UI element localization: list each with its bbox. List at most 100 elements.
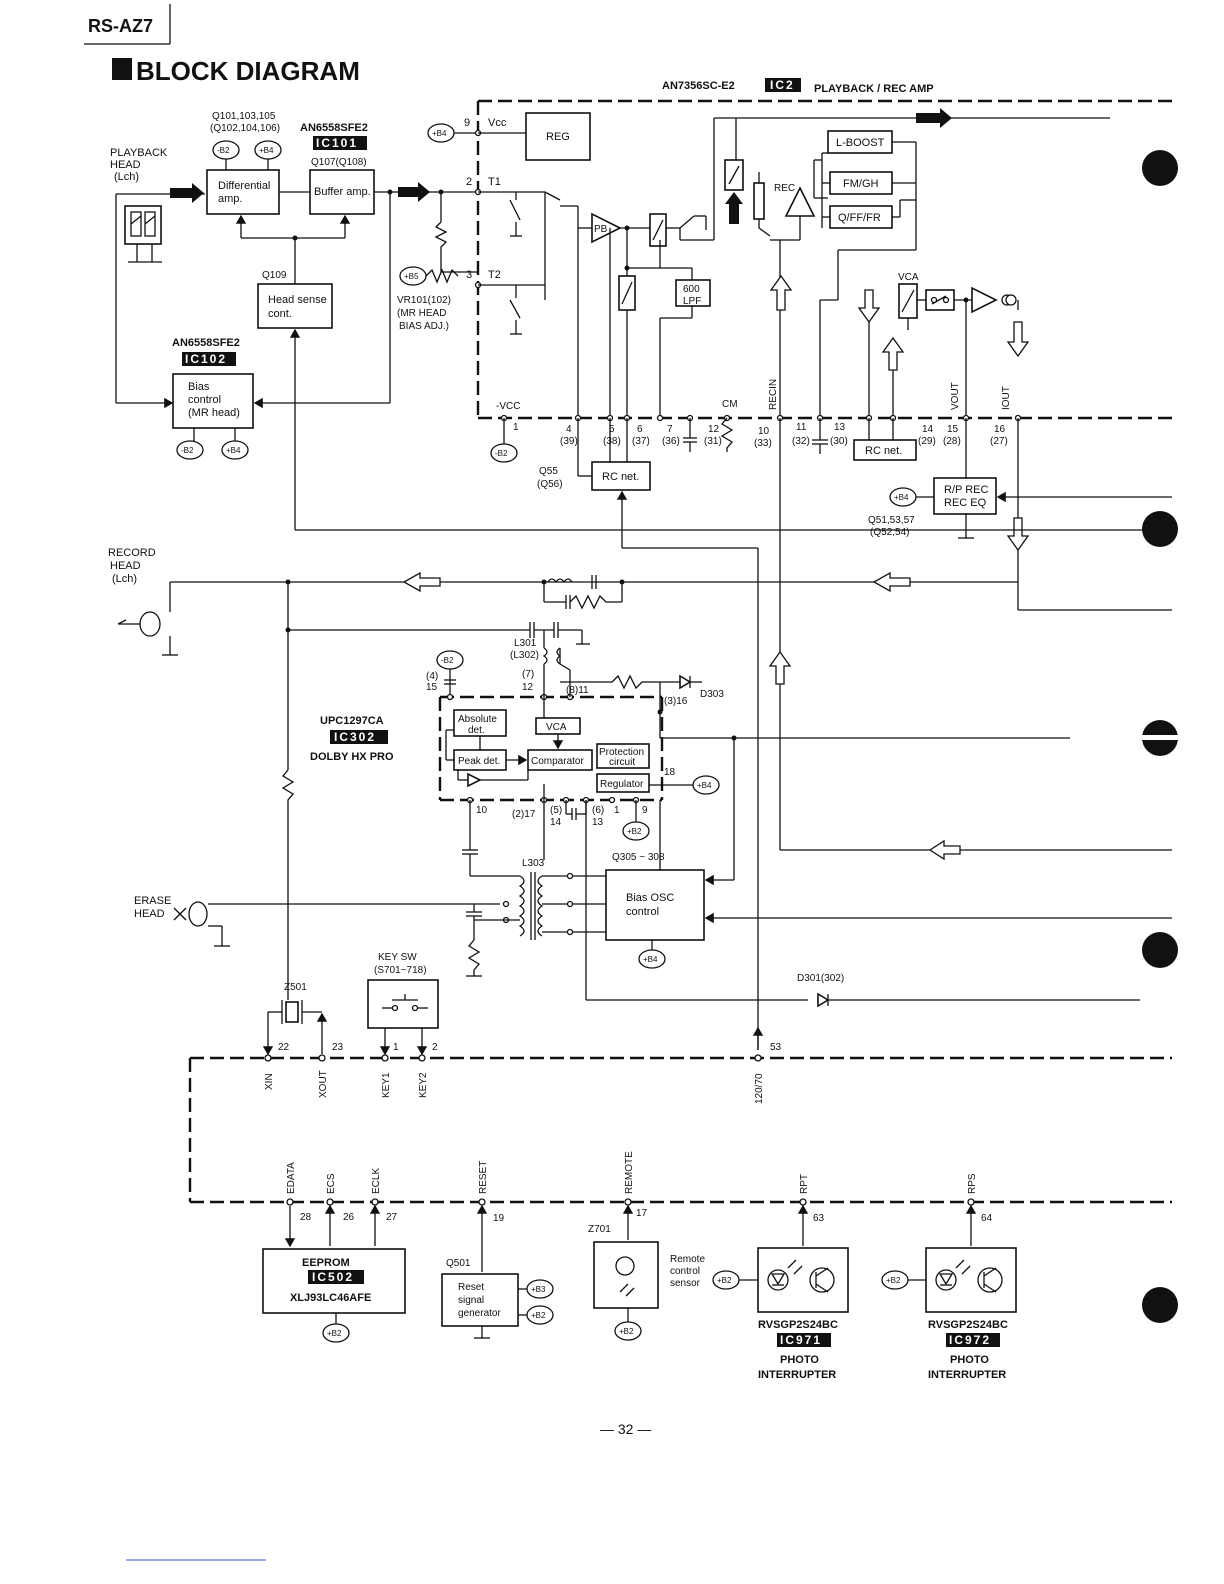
svg-text:5: 5 [609,424,615,435]
svg-text:13: 13 [592,817,604,828]
svg-text:INTERRUPTER: INTERRUPTER [928,1369,1006,1381]
svg-text:ECS: ECS [326,1173,337,1194]
svg-text:120/70: 120/70 [754,1073,765,1104]
svg-text:Comparator: Comparator [531,756,584,767]
svg-text:1: 1 [614,805,620,816]
svg-text:AN6558SFE2: AN6558SFE2 [300,122,368,134]
title-marker-icon [112,58,132,80]
svg-text:Remote: Remote [670,1254,705,1265]
ic2-header: AN7356SC-E2 IC2 PLAYBACK / REC AMP [662,78,934,95]
svg-text:PHOTO: PHOTO [950,1354,989,1366]
svg-text:KEY SW: KEY SW [378,952,417,963]
ic2-boundary [476,99,1172,420]
svg-text:(6): (6) [592,805,604,816]
rc-net-block-1 [591,461,651,491]
svg-text:RVSGP2S24BC: RVSGP2S24BC [928,1319,1008,1331]
svg-text:XLJ93LC46AFE: XLJ93LC46AFE [290,1292,371,1304]
buffer-amp-block [309,169,375,215]
svg-text:2: 2 [466,176,472,188]
pb-amp [591,212,622,244]
svg-text:+B5: +B5 [404,272,419,281]
svg-text:15: 15 [426,682,438,693]
svg-text:DOLBY HX PRO: DOLBY HX PRO [310,751,394,763]
svg-text:D303: D303 [700,689,724,700]
svg-text:REC: REC [774,183,795,194]
svg-text:23: 23 [332,1042,344,1053]
svg-text:Vcc: Vcc [488,117,507,129]
svg-text:KEY2: KEY2 [418,1072,429,1098]
svg-text:PLAYBACK: PLAYBACK [110,147,168,159]
ic972-badge: IC972 [949,1333,991,1347]
svg-text:ECLK: ECLK [371,1168,382,1194]
svg-text:PHOTO: PHOTO [780,1354,819,1366]
svg-text:3: 3 [466,269,472,281]
svg-text:VOUT: VOUT [950,382,961,410]
binding-hole-icon [1142,150,1178,186]
svg-text:UPC1297CA: UPC1297CA [320,715,384,727]
svg-text:Q305 ~ 308: Q305 ~ 308 [612,852,665,863]
svg-text:Reset: Reset [458,1282,484,1293]
svg-text:27: 27 [386,1212,398,1223]
svg-text:control: control [670,1266,700,1277]
svg-text:Regulator: Regulator [600,779,644,790]
svg-text:Q55: Q55 [539,466,558,477]
svg-text:+B2: +B2 [531,1311,546,1320]
svg-text:L-BOOST: L-BOOST [836,137,885,149]
svg-text:+B2: +B2 [886,1276,901,1285]
svg-text:19: 19 [493,1213,505,1224]
svg-text:18: 18 [664,767,676,778]
svg-text:T1: T1 [488,176,501,188]
svg-text:Q/FF/FR: Q/FF/FR [838,212,881,224]
svg-text:63: 63 [813,1213,825,1224]
supply-mb2-1: -B2 [212,140,240,170]
svg-text:AN6558SFE2: AN6558SFE2 [172,337,240,349]
svg-text:-B2: -B2 [217,146,230,155]
svg-text:R/P REC: R/P REC [944,484,988,496]
svg-text:Q109: Q109 [262,270,287,281]
svg-text:1: 1 [393,1042,399,1053]
svg-text:Z501: Z501 [284,982,307,993]
svg-text:-B2: -B2 [495,449,508,458]
svg-text:+B2: +B2 [717,1276,732,1285]
svg-text:-VCC: -VCC [496,401,520,412]
svg-text:RECIN: RECIN [768,379,779,410]
svg-text:T2: T2 [488,269,501,281]
svg-text:XOUT: XOUT [318,1070,329,1098]
key-switch-block [367,979,439,1029]
lpf-block [675,279,711,307]
ic102-badge: IC102 [185,352,227,366]
reset-signal-generator-block [441,1273,519,1327]
svg-text:9: 9 [464,117,470,129]
svg-text:64: 64 [981,1213,993,1224]
record-head: RECORD HEAD (Lch) [108,547,156,585]
svg-text:IOUT: IOUT [1001,386,1012,410]
svg-text:1: 1 [513,422,519,433]
svg-text:+B4: +B4 [432,129,447,138]
svg-text:VCA: VCA [546,722,567,733]
svg-text:Protection: Protection [599,747,644,758]
svg-text:Head sense: Head sense [268,294,327,306]
svg-text:14: 14 [922,424,934,435]
svg-text:HEAD: HEAD [110,560,141,572]
svg-text:12: 12 [522,682,534,693]
svg-text:HEAD: HEAD [110,159,141,171]
svg-text:INTERRUPTER: INTERRUPTER [758,1369,836,1381]
svg-text:RC net.: RC net. [865,445,902,457]
svg-text:+B4: +B4 [697,781,712,790]
svg-text:(S701~718): (S701~718) [374,965,427,976]
svg-text:VR101(102): VR101(102) [397,295,451,306]
svg-text:cont.: cont. [268,308,292,320]
svg-text:15: 15 [947,424,959,435]
svg-text:+B4: +B4 [226,446,241,455]
svg-text:RPT: RPT [799,1174,810,1194]
svg-text:(31): (31) [704,436,722,447]
svg-text:signal: signal [458,1295,484,1306]
ic2-part-number: AN7356SC-E2 [662,80,735,92]
svg-text:(27): (27) [990,436,1008,447]
svg-text:circuit: circuit [609,757,635,768]
svg-text:PB: PB [594,224,608,235]
svg-text:Q101,103,105: Q101,103,105 [212,111,276,122]
svg-text:Q51,53,57: Q51,53,57 [868,515,915,526]
svg-text:2: 2 [432,1042,438,1053]
